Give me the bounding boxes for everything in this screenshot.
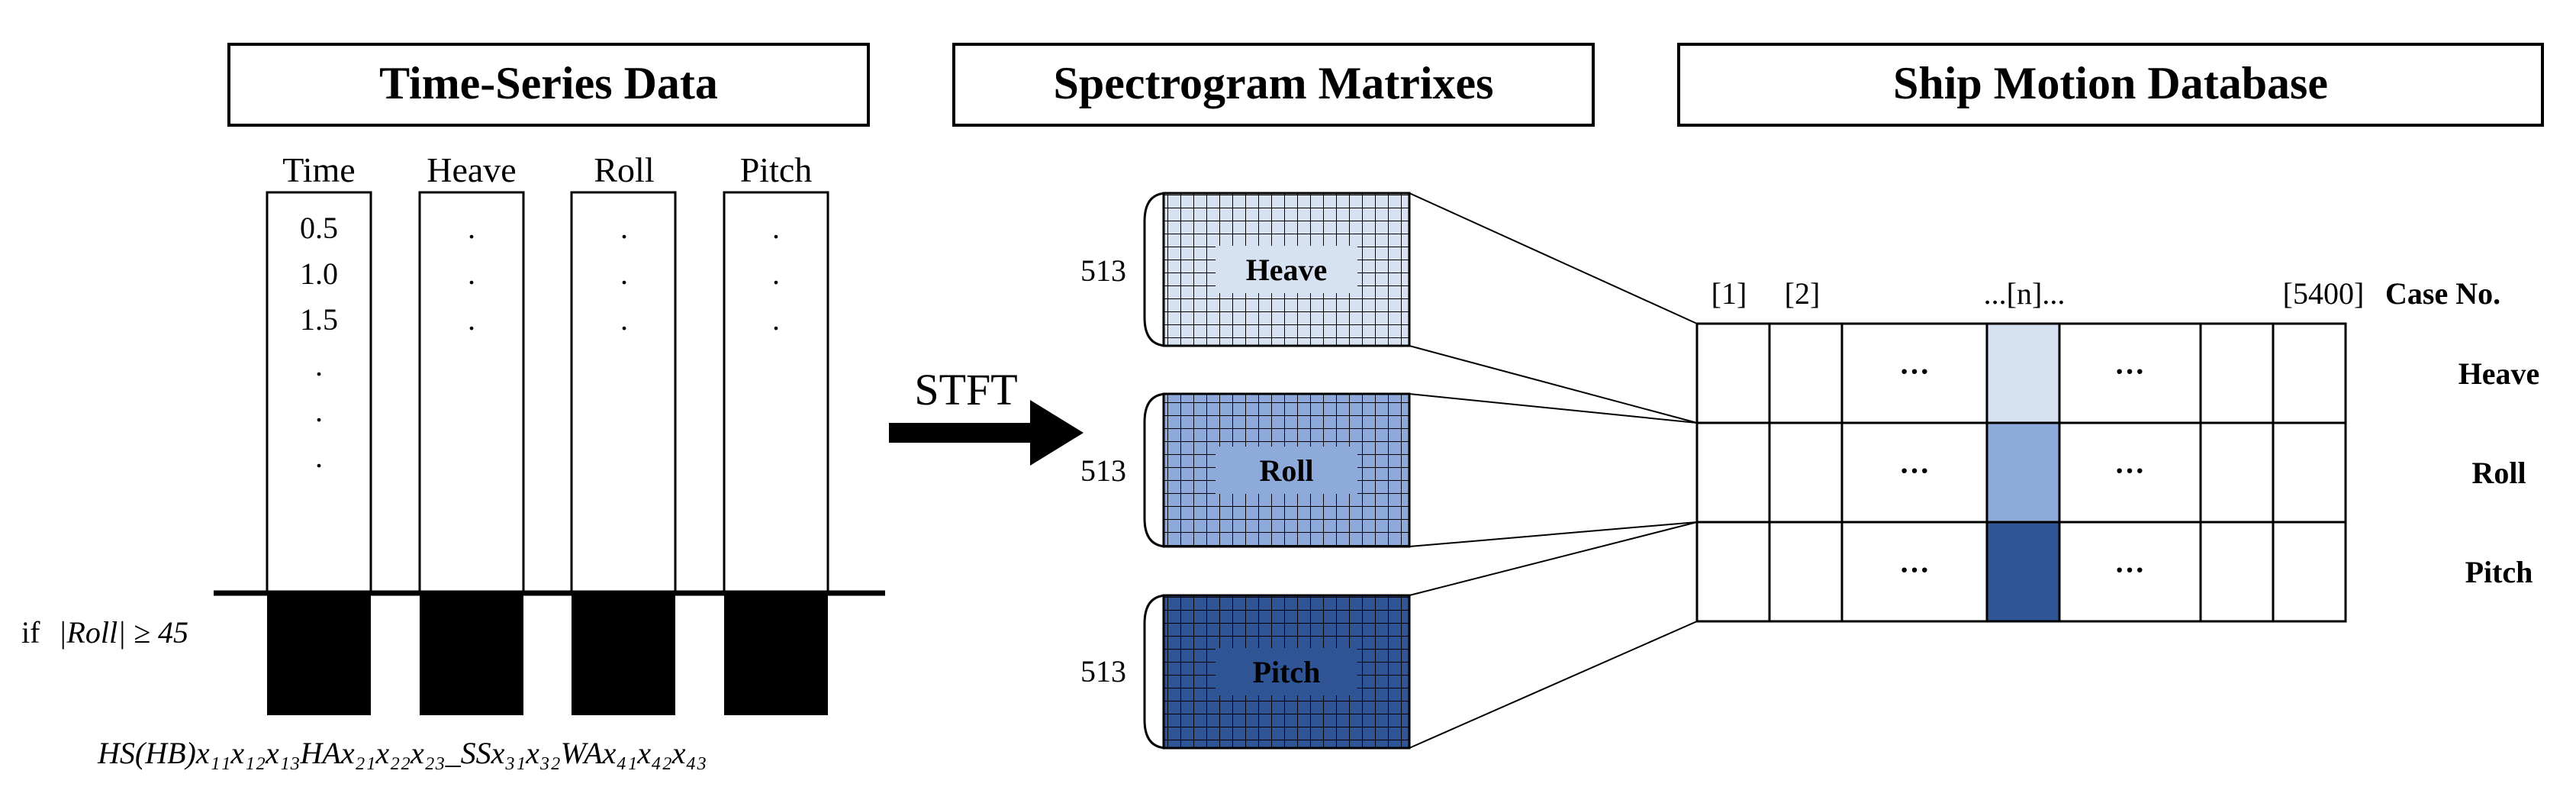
time-value: 0.5 bbox=[300, 211, 338, 245]
condition-math: |Roll| ≥ 45 bbox=[58, 615, 188, 650]
stft-label: STFT bbox=[914, 365, 1017, 414]
condition-text: if |Roll| ≥ 45 bbox=[21, 615, 188, 650]
arrow-head bbox=[1030, 400, 1084, 466]
section-title-database: Ship Motion Database bbox=[1677, 43, 2544, 127]
connector-lines bbox=[1409, 192, 1698, 749]
ellipsis-cell: ··· bbox=[2114, 453, 2145, 488]
spectrogram-stack: 513 Heave 513 Roll 513 Pitch bbox=[1080, 192, 1411, 750]
row-label-pitch: Pitch bbox=[2465, 555, 2533, 589]
case-label-1: [1] bbox=[1711, 276, 1747, 311]
matrix-label-pitch: Pitch bbox=[1253, 655, 1321, 689]
ellipsis-dot: . bbox=[315, 440, 323, 474]
time-value: 1.5 bbox=[300, 302, 338, 337]
cell-highlight-heave bbox=[1987, 324, 2059, 423]
table-border bbox=[1695, 322, 2347, 623]
labels-formula: HS(HB)x₁₁x₁₂x₁₃HAx₂₁x₂₂x₂₃_SSx₃₁x₃₂WAx₄₁… bbox=[97, 736, 707, 770]
case-label-2: [2] bbox=[1785, 276, 1821, 311]
cell-highlight-roll bbox=[1987, 423, 2059, 522]
ellipsis-cell: ··· bbox=[1899, 453, 1930, 488]
size-brace bbox=[1143, 392, 1168, 548]
section-title-spectrogram-text: Spectrogram Matrixes bbox=[1053, 58, 1493, 108]
table-gridlines bbox=[1697, 324, 2346, 621]
matrix-size-label: 513 bbox=[1080, 253, 1126, 288]
cut-block-time bbox=[267, 593, 371, 715]
spectrogram-pitch: 513 Pitch bbox=[1080, 594, 1411, 750]
section-title-time-series-text: Time-Series Data bbox=[379, 58, 718, 108]
cell-highlight-pitch bbox=[1987, 522, 2059, 621]
row-label-heave: Heave bbox=[2458, 356, 2540, 391]
time-series-table: Time Heave Roll Pitch 0.5 1.0 1.5 . . . … bbox=[21, 150, 885, 770]
ellipsis-dot: . bbox=[468, 302, 475, 337]
section-title-time-series: Time-Series Data bbox=[227, 43, 870, 127]
column-pitch bbox=[723, 191, 829, 595]
connector-line bbox=[1409, 621, 1698, 749]
ellipsis-dot: . bbox=[772, 302, 780, 337]
ellipsis-cell: ··· bbox=[1899, 553, 1930, 587]
section-title-database-text: Ship Motion Database bbox=[1893, 58, 2328, 108]
matrix-label-roll: Roll bbox=[1259, 453, 1313, 488]
condition-prefix: if bbox=[21, 615, 40, 650]
matrix-label-heave: Heave bbox=[1246, 253, 1328, 287]
database-table: [1] [2] ...[n]... [5400] Case No. ··· ··… bbox=[1695, 276, 2540, 623]
ellipsis-dot: . bbox=[468, 256, 475, 291]
ellipsis-cell: ··· bbox=[2114, 354, 2145, 389]
column-heave bbox=[418, 191, 525, 595]
column-time bbox=[266, 191, 372, 595]
matrix-size-label: 513 bbox=[1080, 654, 1126, 689]
stft-arrow: STFT bbox=[889, 365, 1084, 466]
ellipsis-dot: . bbox=[772, 211, 780, 245]
matrix-label-box bbox=[1216, 648, 1357, 695]
size-brace bbox=[1143, 192, 1168, 347]
case-number-header: Case No. bbox=[2385, 276, 2500, 311]
ellipsis-dot: . bbox=[315, 394, 323, 428]
case-label-n: ...[n]... bbox=[1984, 276, 2066, 311]
column-header-pitch: Pitch bbox=[740, 150, 813, 189]
ellipsis-cell: ··· bbox=[2114, 553, 2145, 587]
ellipsis-dot: . bbox=[620, 302, 628, 337]
section-title-spectrogram: Spectrogram Matrixes bbox=[952, 43, 1595, 127]
ellipsis-dot: . bbox=[620, 211, 628, 245]
ellipsis-dot: . bbox=[315, 348, 323, 382]
column-roll bbox=[570, 191, 677, 595]
connector-line bbox=[1409, 521, 1698, 547]
ellipsis-cell: ··· bbox=[1899, 354, 1930, 389]
spectrogram-heave: 513 Heave bbox=[1080, 192, 1411, 347]
size-brace bbox=[1143, 594, 1168, 750]
connector-line bbox=[1409, 192, 1698, 324]
column-header-roll: Roll bbox=[594, 150, 654, 189]
column-header-time: Time bbox=[282, 150, 355, 189]
arrow-shaft bbox=[889, 423, 1034, 443]
ellipsis-dot: . bbox=[468, 211, 475, 245]
connector-line bbox=[1409, 345, 1698, 424]
matrix-size-label: 513 bbox=[1080, 453, 1126, 488]
ellipsis-dot: . bbox=[620, 256, 628, 291]
column-header-heave: Heave bbox=[427, 150, 516, 189]
time-value: 1.0 bbox=[300, 256, 338, 291]
case-label-5400: [5400] bbox=[2283, 276, 2365, 311]
connector-line bbox=[1409, 521, 1698, 596]
cut-block-roll bbox=[572, 593, 675, 715]
ellipsis-dot: . bbox=[772, 256, 780, 291]
matrix-label-box bbox=[1216, 246, 1357, 293]
cut-block-heave bbox=[420, 593, 523, 715]
spectrogram-roll: 513 Roll bbox=[1080, 392, 1411, 548]
connector-line bbox=[1409, 393, 1698, 424]
matrix-label-box bbox=[1216, 447, 1357, 494]
row-label-roll: Roll bbox=[2471, 456, 2526, 490]
cut-block-pitch bbox=[724, 593, 828, 715]
